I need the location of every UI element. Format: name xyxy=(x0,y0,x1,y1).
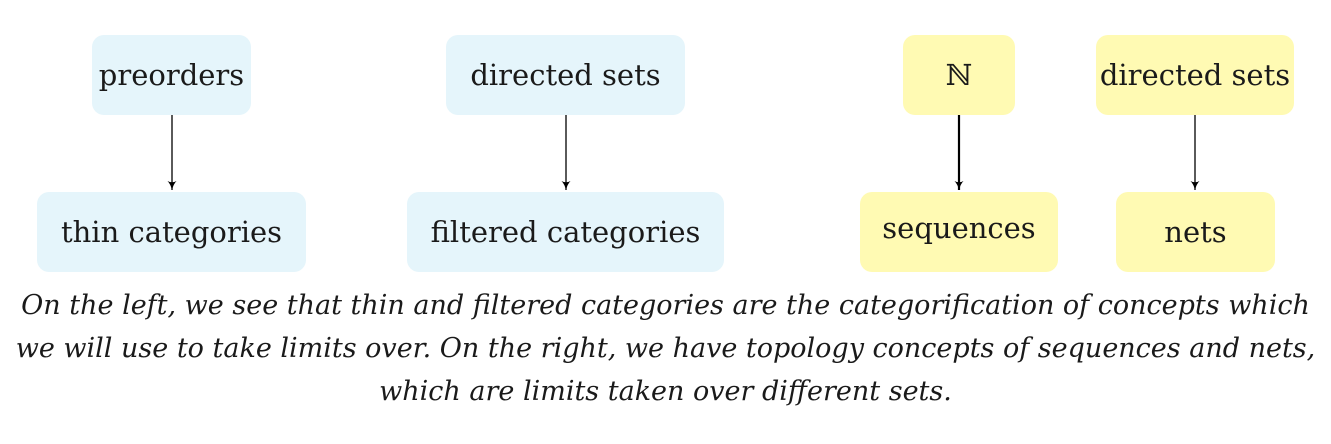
node-naturals: ℕ xyxy=(903,35,1015,115)
node-label: nets xyxy=(1164,215,1227,249)
node-label: directed sets xyxy=(1099,58,1291,92)
node-directed-sets-left: directed sets xyxy=(446,35,685,115)
node-nets: nets xyxy=(1116,192,1275,272)
node-label: filtered categories xyxy=(430,215,701,249)
node-preorders: preorders xyxy=(92,35,251,115)
caption-line-1: On the left, we see that thin and filter… xyxy=(21,290,1310,321)
caption-line-2: we will use to take limits over. On the … xyxy=(15,333,1316,364)
node-label: ℕ xyxy=(945,58,973,92)
node-filtered-categories: filtered categories xyxy=(407,192,724,272)
node-thin-categories: thin categories xyxy=(37,192,306,272)
node-label: thin categories xyxy=(60,215,283,249)
caption-line-3: which are limits taken over different se… xyxy=(379,376,952,407)
node-label: preorders xyxy=(98,58,245,92)
node-label: sequences xyxy=(882,211,1036,245)
node-sequences: sequences xyxy=(860,192,1058,272)
node-directed-sets-right: directed sets xyxy=(1096,35,1294,115)
node-label: directed sets xyxy=(470,58,661,92)
figure-caption: On the left, we see that thin and filter… xyxy=(0,284,1331,413)
